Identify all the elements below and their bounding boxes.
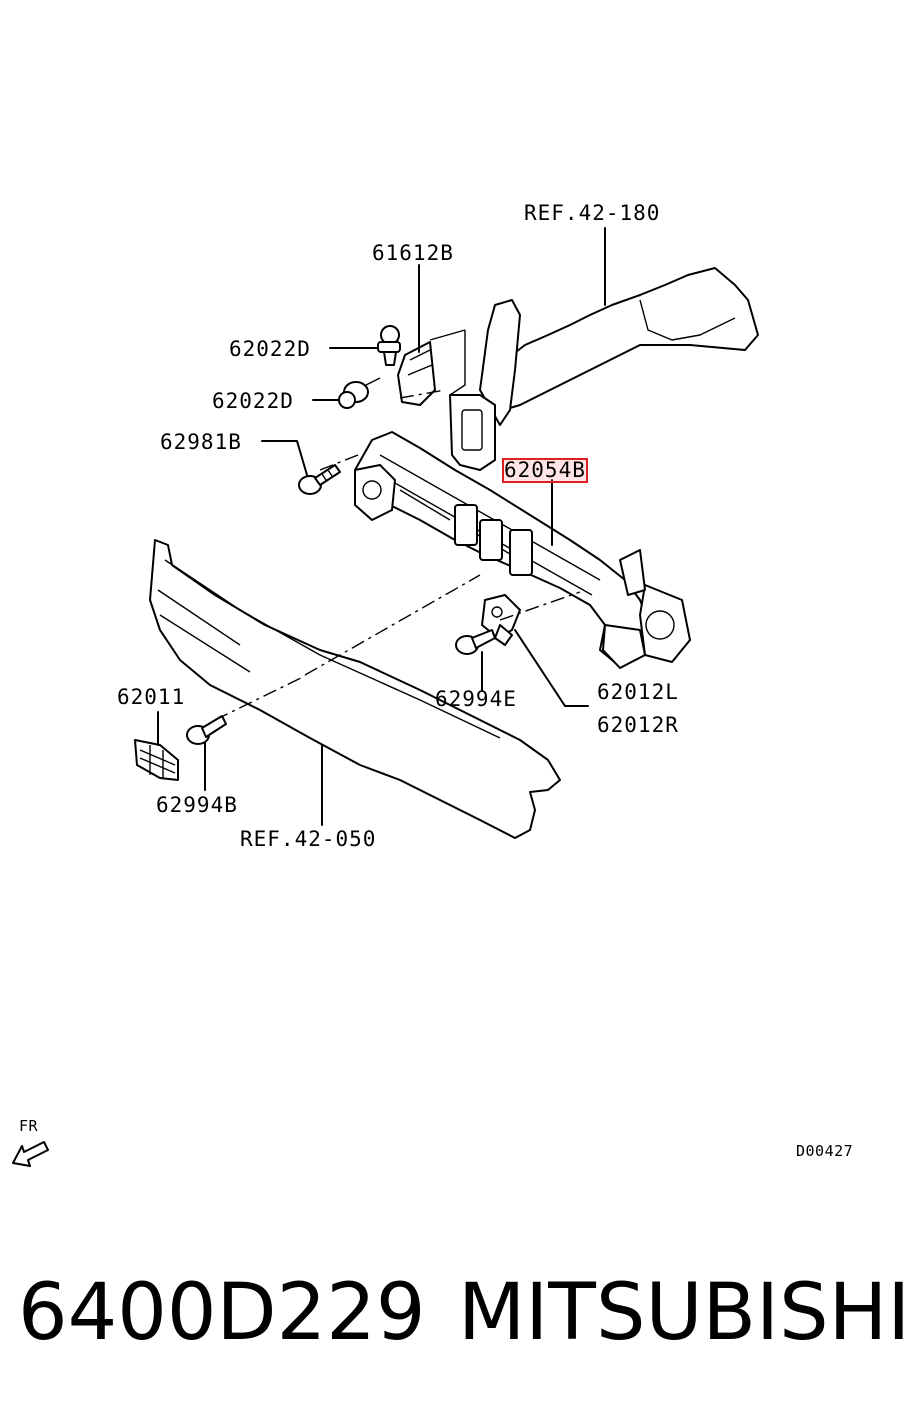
nut-plate-shape	[134, 739, 179, 781]
callout-62054B: 62054B	[502, 458, 588, 483]
callout-62981B: 62981B	[160, 430, 242, 454]
bolt-62994B-shape	[186, 715, 227, 745]
front-arrow-icon	[12, 1141, 49, 1167]
callout-62012L: 62012L	[597, 680, 679, 704]
support-plate-shape	[449, 394, 496, 471]
bolt-62981B-shape	[298, 464, 341, 495]
diagram-code: D00427	[796, 1142, 854, 1160]
brand-name: MITSUBISHI	[458, 1268, 909, 1358]
bumper-absorber-shape	[149, 539, 561, 839]
callout-62022D-bottom: 62022D	[212, 389, 294, 413]
brace-shape	[397, 341, 436, 406]
bracket-upright-shape	[479, 299, 521, 426]
callout-ref-42-180: REF.42-180	[524, 201, 661, 225]
body-member-shape	[454, 267, 759, 431]
bracket-62012-shape	[481, 594, 521, 646]
bolt-62994E-shape	[455, 629, 496, 655]
callout-62012R: 62012R	[597, 713, 679, 737]
callout-62022D-top: 62022D	[229, 337, 311, 361]
direction-label: FR	[19, 1117, 39, 1135]
callout-ref-42-050: REF.42-050	[240, 827, 377, 851]
callout-62994E: 62994E	[435, 687, 517, 711]
clip-upper-shape	[377, 325, 401, 366]
callout-62011: 62011	[117, 685, 186, 709]
callout-61612B: 61612B	[372, 241, 454, 265]
part-number: 6400D229	[18, 1268, 426, 1358]
clip-lower-shape	[338, 377, 381, 409]
callout-62994B: 62994B	[156, 793, 238, 817]
